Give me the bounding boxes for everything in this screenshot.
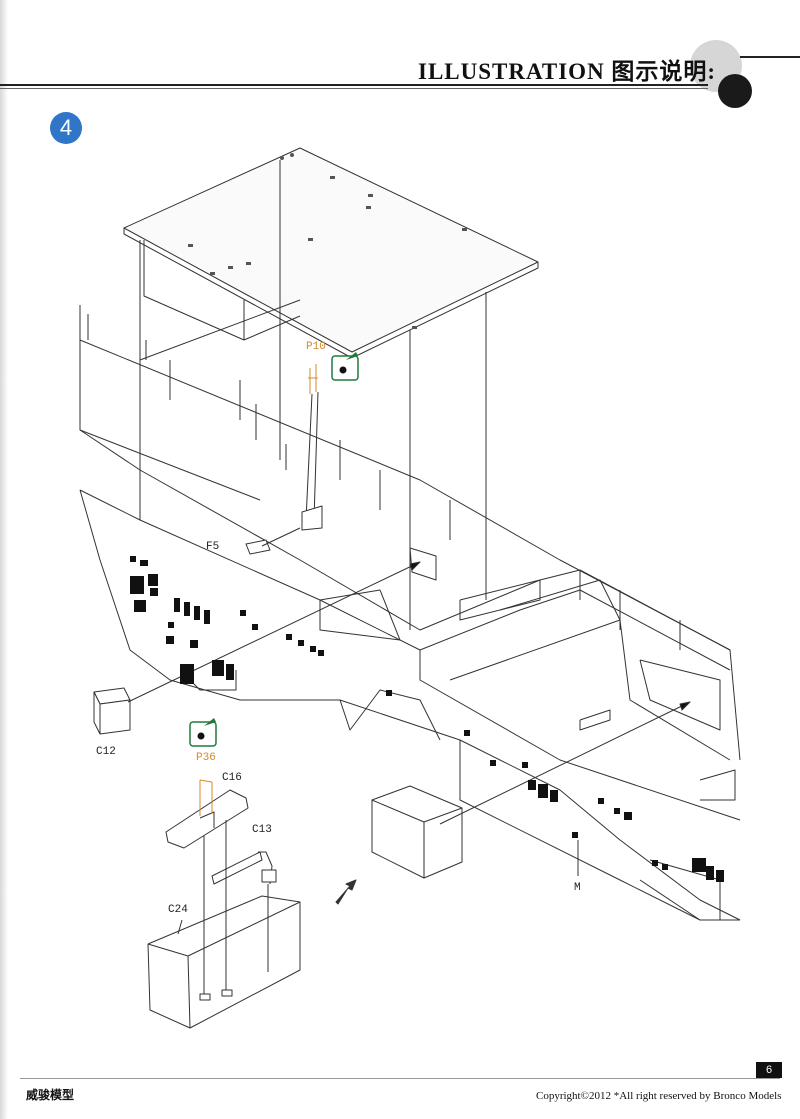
label-c16: C16 bbox=[222, 772, 242, 784]
part-m-box bbox=[371, 701, 691, 879]
label-m: M bbox=[574, 882, 581, 894]
part-p36 bbox=[199, 779, 213, 816]
part-c16 bbox=[165, 789, 249, 849]
label-f5: F5 bbox=[206, 541, 219, 553]
footer-rule bbox=[20, 1078, 780, 1079]
part-c12 bbox=[93, 561, 421, 735]
hull-hatches bbox=[130, 556, 724, 882]
page-number: 6 bbox=[756, 1062, 782, 1078]
roof-panel bbox=[123, 147, 539, 359]
part-c24 bbox=[147, 895, 301, 1029]
header-rule-right bbox=[740, 56, 800, 58]
header-decor-circle-dark bbox=[718, 74, 752, 108]
header-rule-thin bbox=[0, 88, 708, 89]
part-c13 bbox=[211, 851, 277, 885]
paint-marker-p10 bbox=[331, 352, 359, 381]
direction-arrow bbox=[335, 879, 357, 905]
hull-body bbox=[79, 299, 741, 921]
page-edge-shadow bbox=[0, 0, 8, 1119]
label-p36: P36 bbox=[196, 752, 216, 764]
footer-copyright: Copyright©2012 *All right reserved by Br… bbox=[536, 1090, 782, 1102]
part-f5 bbox=[245, 527, 301, 555]
page-title: ILLUSTRATION 图示说明: bbox=[418, 59, 717, 84]
header-rule bbox=[0, 84, 708, 86]
label-c24: C24 bbox=[168, 904, 188, 916]
step-number-badge: 4 bbox=[50, 112, 82, 144]
footer-brand: 威骏模型 bbox=[26, 1088, 75, 1102]
paint-marker-p36 bbox=[189, 718, 217, 747]
label-p10: P10 bbox=[306, 341, 326, 353]
label-c13: C13 bbox=[252, 824, 272, 836]
part-p10 bbox=[308, 364, 318, 394]
label-c12: C12 bbox=[96, 746, 116, 758]
